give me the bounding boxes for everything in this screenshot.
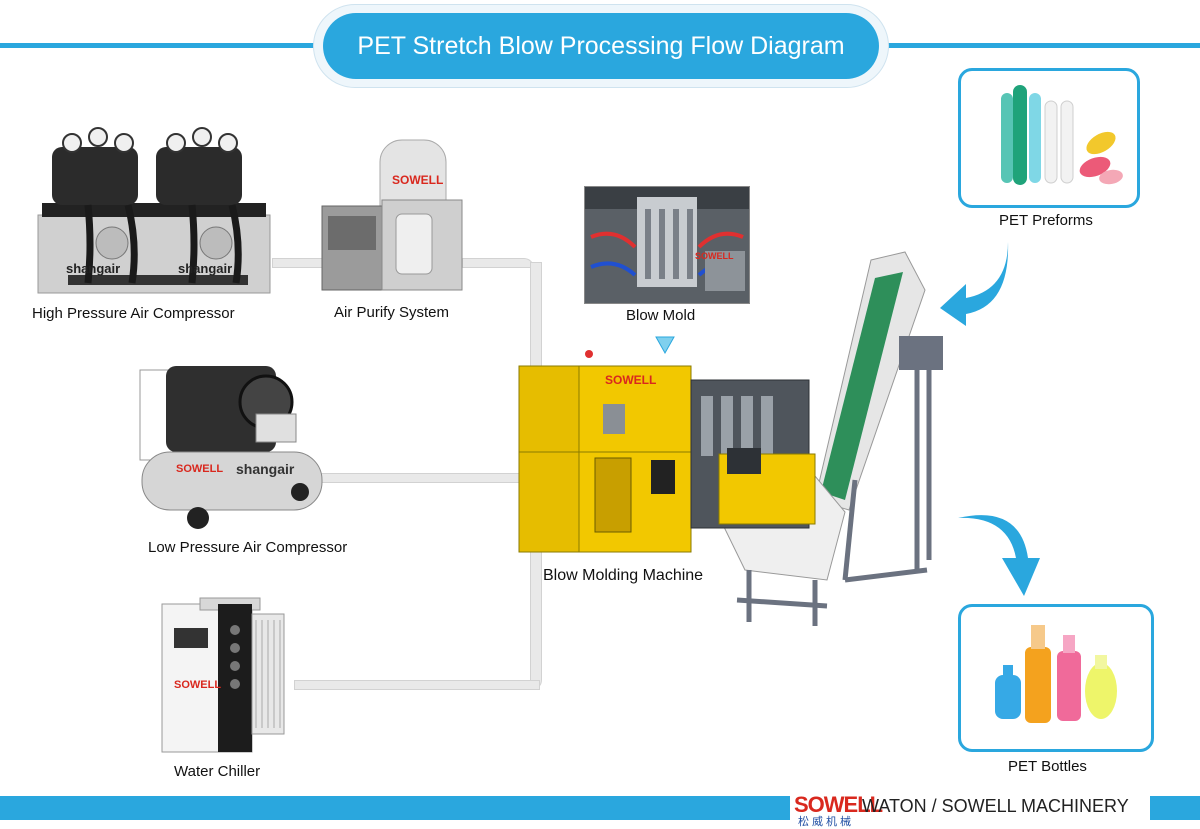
pipe-water-chiller — [294, 680, 540, 690]
label-pet-preforms: PET Preforms — [999, 212, 1093, 229]
header-line-right — [884, 43, 1200, 48]
compressor-brand-text: shangair — [66, 261, 120, 276]
air-purify-system-image: SOWELL — [321, 139, 463, 291]
blow-mold-image: SOWELL — [584, 186, 750, 304]
header-line-left — [0, 43, 318, 48]
pipe-high-pressure — [272, 258, 324, 268]
footer-bar-left — [0, 796, 790, 820]
low-compressor-brand-mark: SOWELL — [176, 463, 223, 475]
footer-company-name: WATON / SOWELL MACHINERY — [862, 796, 1129, 816]
low-pressure-compressor-image: SOWELL shangair — [139, 366, 323, 529]
label-low-pressure-compressor: Low Pressure Air Compressor — [148, 539, 348, 556]
high-pressure-compressor-image: shangair shangair — [37, 127, 271, 294]
footer-logo: SOWELL — [794, 792, 883, 817]
label-blow-molding-machine: Blow Molding Machine — [543, 567, 704, 584]
label-blow-mold: Blow Mold — [626, 307, 696, 324]
compressor-brand-text-2: shangair — [178, 261, 232, 276]
low-compressor-brand-text: shangair — [236, 461, 295, 477]
pet-bottles-image — [995, 625, 1117, 723]
curved-arrow-in-icon — [940, 242, 1009, 326]
machine-brand-text: SOWELL — [605, 373, 656, 387]
down-arrow-icon — [655, 336, 675, 355]
title-pill: PET Stretch Blow Processing Flow Diagram — [313, 4, 889, 88]
pipe-low-pressure — [320, 473, 534, 483]
label-high-pressure-compressor: High Pressure Air Compressor — [32, 305, 235, 322]
label-water-chiller: Water Chiller — [174, 763, 261, 780]
pet-bottles-frame — [958, 604, 1154, 752]
blow-molding-machine-image: SOWELL — [518, 251, 943, 626]
air-purify-brand-text: SOWELL — [392, 173, 443, 187]
blow-mold-brand-text: SOWELL — [695, 251, 734, 261]
footer-brand: SOWELL 松威机械 WATON / SOWELL MACHINERY — [790, 790, 1150, 828]
pet-preforms-frame — [958, 68, 1140, 208]
diagram-title: PET Stretch Blow Processing Flow Diagram — [323, 13, 879, 79]
pet-preforms-image — [1001, 85, 1123, 185]
chiller-brand-text: SOWELL — [174, 679, 221, 691]
footer-bar-right — [1150, 796, 1200, 820]
curved-arrow-out-icon — [958, 515, 1040, 596]
water-chiller-image: SOWELL — [161, 597, 285, 753]
footer-logo-cn: 松威机械 — [798, 816, 854, 828]
label-pet-bottles: PET Bottles — [1008, 758, 1087, 775]
label-air-purify-system: Air Purify System — [334, 304, 450, 321]
